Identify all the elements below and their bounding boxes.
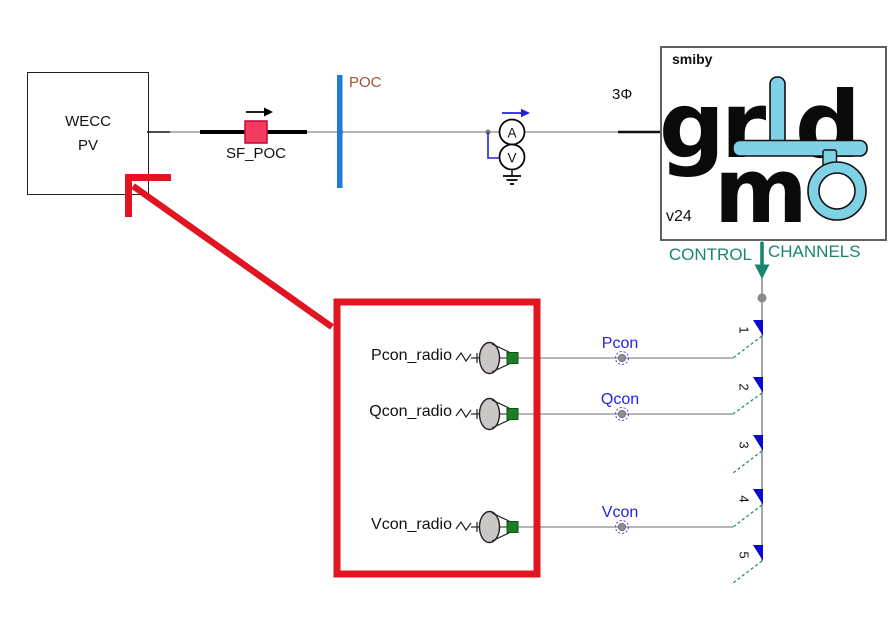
voltmeter-circle[interactable] <box>498 143 526 171</box>
signal-label-pcon[interactable]: Pcon <box>601 335 639 352</box>
channel-4[interactable]: 4 <box>732 489 763 528</box>
channel-contact[interactable] <box>753 320 763 336</box>
control-label: CONTROL <box>668 245 752 264</box>
logo-i-stem <box>769 76 786 148</box>
radio-label-pcon: Pcon_radio <box>371 347 452 364</box>
channel-2[interactable]: 2 <box>732 377 763 415</box>
trunk-junction-dot <box>757 293 767 303</box>
breaker-sf-poc[interactable] <box>244 107 273 144</box>
radio-label-vcon: Vcon_radio <box>371 516 452 533</box>
channel-number: 2 <box>737 383 752 390</box>
channel-switch-arm <box>732 504 763 528</box>
logo-text-gr: gr <box>659 72 767 179</box>
meter-bracket-wire <box>487 132 500 159</box>
radio-port[interactable] <box>506 521 519 533</box>
channel-switch-arm <box>732 392 763 415</box>
channel-contact[interactable] <box>753 489 763 505</box>
gridmo-version: v24 <box>666 208 692 225</box>
control-arrow-icon <box>754 242 770 279</box>
radio-port[interactable] <box>506 352 519 364</box>
gridmo-brand: smiby <box>672 51 713 67</box>
wecc-pv-block[interactable]: WECC PV <box>27 72 149 195</box>
breaker-flow-arrow-icon <box>246 107 273 117</box>
channel-3[interactable]: 3 <box>732 435 763 474</box>
breaker-square[interactable] <box>244 120 268 144</box>
poc-bus-bar[interactable] <box>337 75 343 188</box>
channel-contact[interactable] <box>753 435 763 451</box>
signal-node-dot[interactable] <box>615 407 629 421</box>
channel-5[interactable]: 5 <box>732 545 763 584</box>
signal-node-dot[interactable] <box>615 351 629 365</box>
meter-ground-icon <box>503 169 521 185</box>
radio-horn-icon <box>455 397 514 431</box>
channel-number: 4 <box>737 495 752 502</box>
phase-label: 3Φ <box>612 86 633 103</box>
voltmeter-letter: V <box>507 150 516 165</box>
radio-label-qcon: Qcon_radio <box>369 403 452 420</box>
wecc-label-line2: PV <box>77 136 98 154</box>
radio-port[interactable] <box>506 408 519 420</box>
multimeter[interactable]: A V <box>487 108 530 185</box>
channel-number: 1 <box>737 326 752 333</box>
breaker-label: SF_POC <box>225 145 286 162</box>
ammeter-letter: A <box>507 125 516 140</box>
signal-node-dot[interactable] <box>615 520 629 534</box>
meter-arrow-icon <box>502 108 530 118</box>
channels-label: CHANNELS <box>768 242 861 261</box>
signal-label-vcon[interactable]: Vcon <box>601 504 639 521</box>
radio-horn-icon <box>455 510 514 544</box>
gridmo-logo: gr d m <box>659 72 868 244</box>
channel-contact[interactable] <box>753 545 763 561</box>
channel-contact[interactable] <box>753 377 763 393</box>
channel-switch-arm <box>732 450 763 474</box>
radio-horn-icon <box>455 341 514 375</box>
channel-switch-arm <box>732 560 763 584</box>
poc-label: POC <box>349 74 382 91</box>
channel-1[interactable]: 1 <box>732 320 763 359</box>
channel-number: 5 <box>737 551 752 558</box>
signal-label-qcon[interactable]: Qcon <box>600 391 640 408</box>
channel-number: 3 <box>737 441 752 448</box>
channel-switch-arm <box>732 335 763 359</box>
logo-bar <box>732 139 868 157</box>
wecc-label-line1: WECC <box>65 113 111 131</box>
logo-ring <box>807 161 867 221</box>
